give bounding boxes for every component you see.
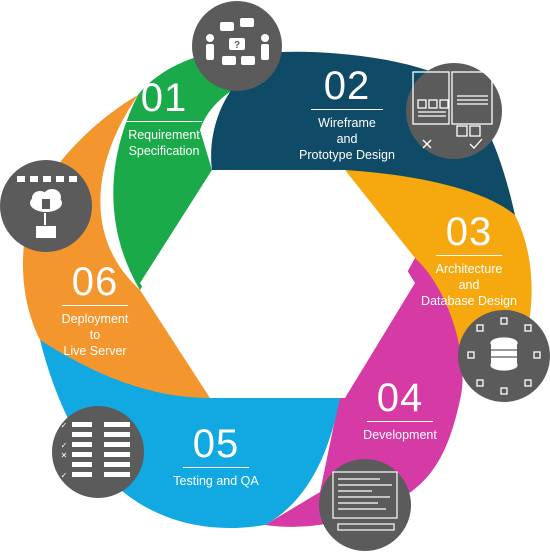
step-04-number: 04 xyxy=(376,376,424,420)
icon-circle-06 xyxy=(0,160,92,252)
step-03-label: Architecture and Database Design xyxy=(421,262,517,308)
svg-text:✓: ✓ xyxy=(61,441,68,450)
center-hexagon xyxy=(140,170,415,398)
checklist-icon: ✓ ✓ ✕ ✓ xyxy=(61,421,130,480)
step-06: 06 Deployment to Live Server xyxy=(48,262,142,359)
icon-circle-02 xyxy=(406,63,502,159)
step-05-label: Testing and QA xyxy=(173,474,259,488)
step-03-number: 03 xyxy=(445,210,493,254)
step-01: 01 Requirement Specification xyxy=(118,78,210,159)
segment-04-ribbon xyxy=(265,258,463,527)
svg-text:✓: ✓ xyxy=(61,471,68,480)
step-06-number: 06 xyxy=(71,260,119,304)
step-04-divider xyxy=(367,421,433,422)
svg-text:?: ? xyxy=(234,40,240,51)
step-03: 03 Architecture and Database Design xyxy=(414,212,524,309)
step-03-divider xyxy=(436,255,502,256)
step-02-divider xyxy=(311,109,383,110)
wireframe-icon xyxy=(412,71,493,149)
svg-text:✕: ✕ xyxy=(61,451,68,460)
segment-01-ribbon xyxy=(113,48,295,291)
code-monitor-icon xyxy=(332,471,398,531)
svg-text:✓: ✓ xyxy=(61,421,68,430)
icon-circle-03 xyxy=(458,310,550,402)
step-01-label: Requirement Specification xyxy=(128,128,200,158)
step-05: 05 Testing and QA xyxy=(160,424,272,489)
step-01-number: 01 xyxy=(140,76,188,120)
icon-circle-04 xyxy=(319,459,411,551)
step-05-number: 05 xyxy=(192,422,240,466)
people-discussion-icon: ? xyxy=(206,18,269,65)
step-06-divider xyxy=(62,305,128,306)
step-06-label: Deployment to Live Server xyxy=(61,312,129,358)
database-network-icon xyxy=(467,317,541,395)
step-04: 04 Development xyxy=(352,378,448,443)
step-02: 02 Wireframe and Prototype Design xyxy=(288,66,406,163)
cloud-server-icon xyxy=(17,176,77,238)
icon-circle-05: ✓ ✓ ✕ ✓ xyxy=(52,406,144,498)
icon-circle-01: ? xyxy=(192,1,282,91)
step-01-divider xyxy=(126,121,202,122)
step-02-number: 02 xyxy=(323,64,371,108)
step-02-label: Wireframe and Prototype Design xyxy=(299,116,395,162)
step-05-divider xyxy=(183,467,249,468)
step-04-label: Development xyxy=(363,428,437,442)
